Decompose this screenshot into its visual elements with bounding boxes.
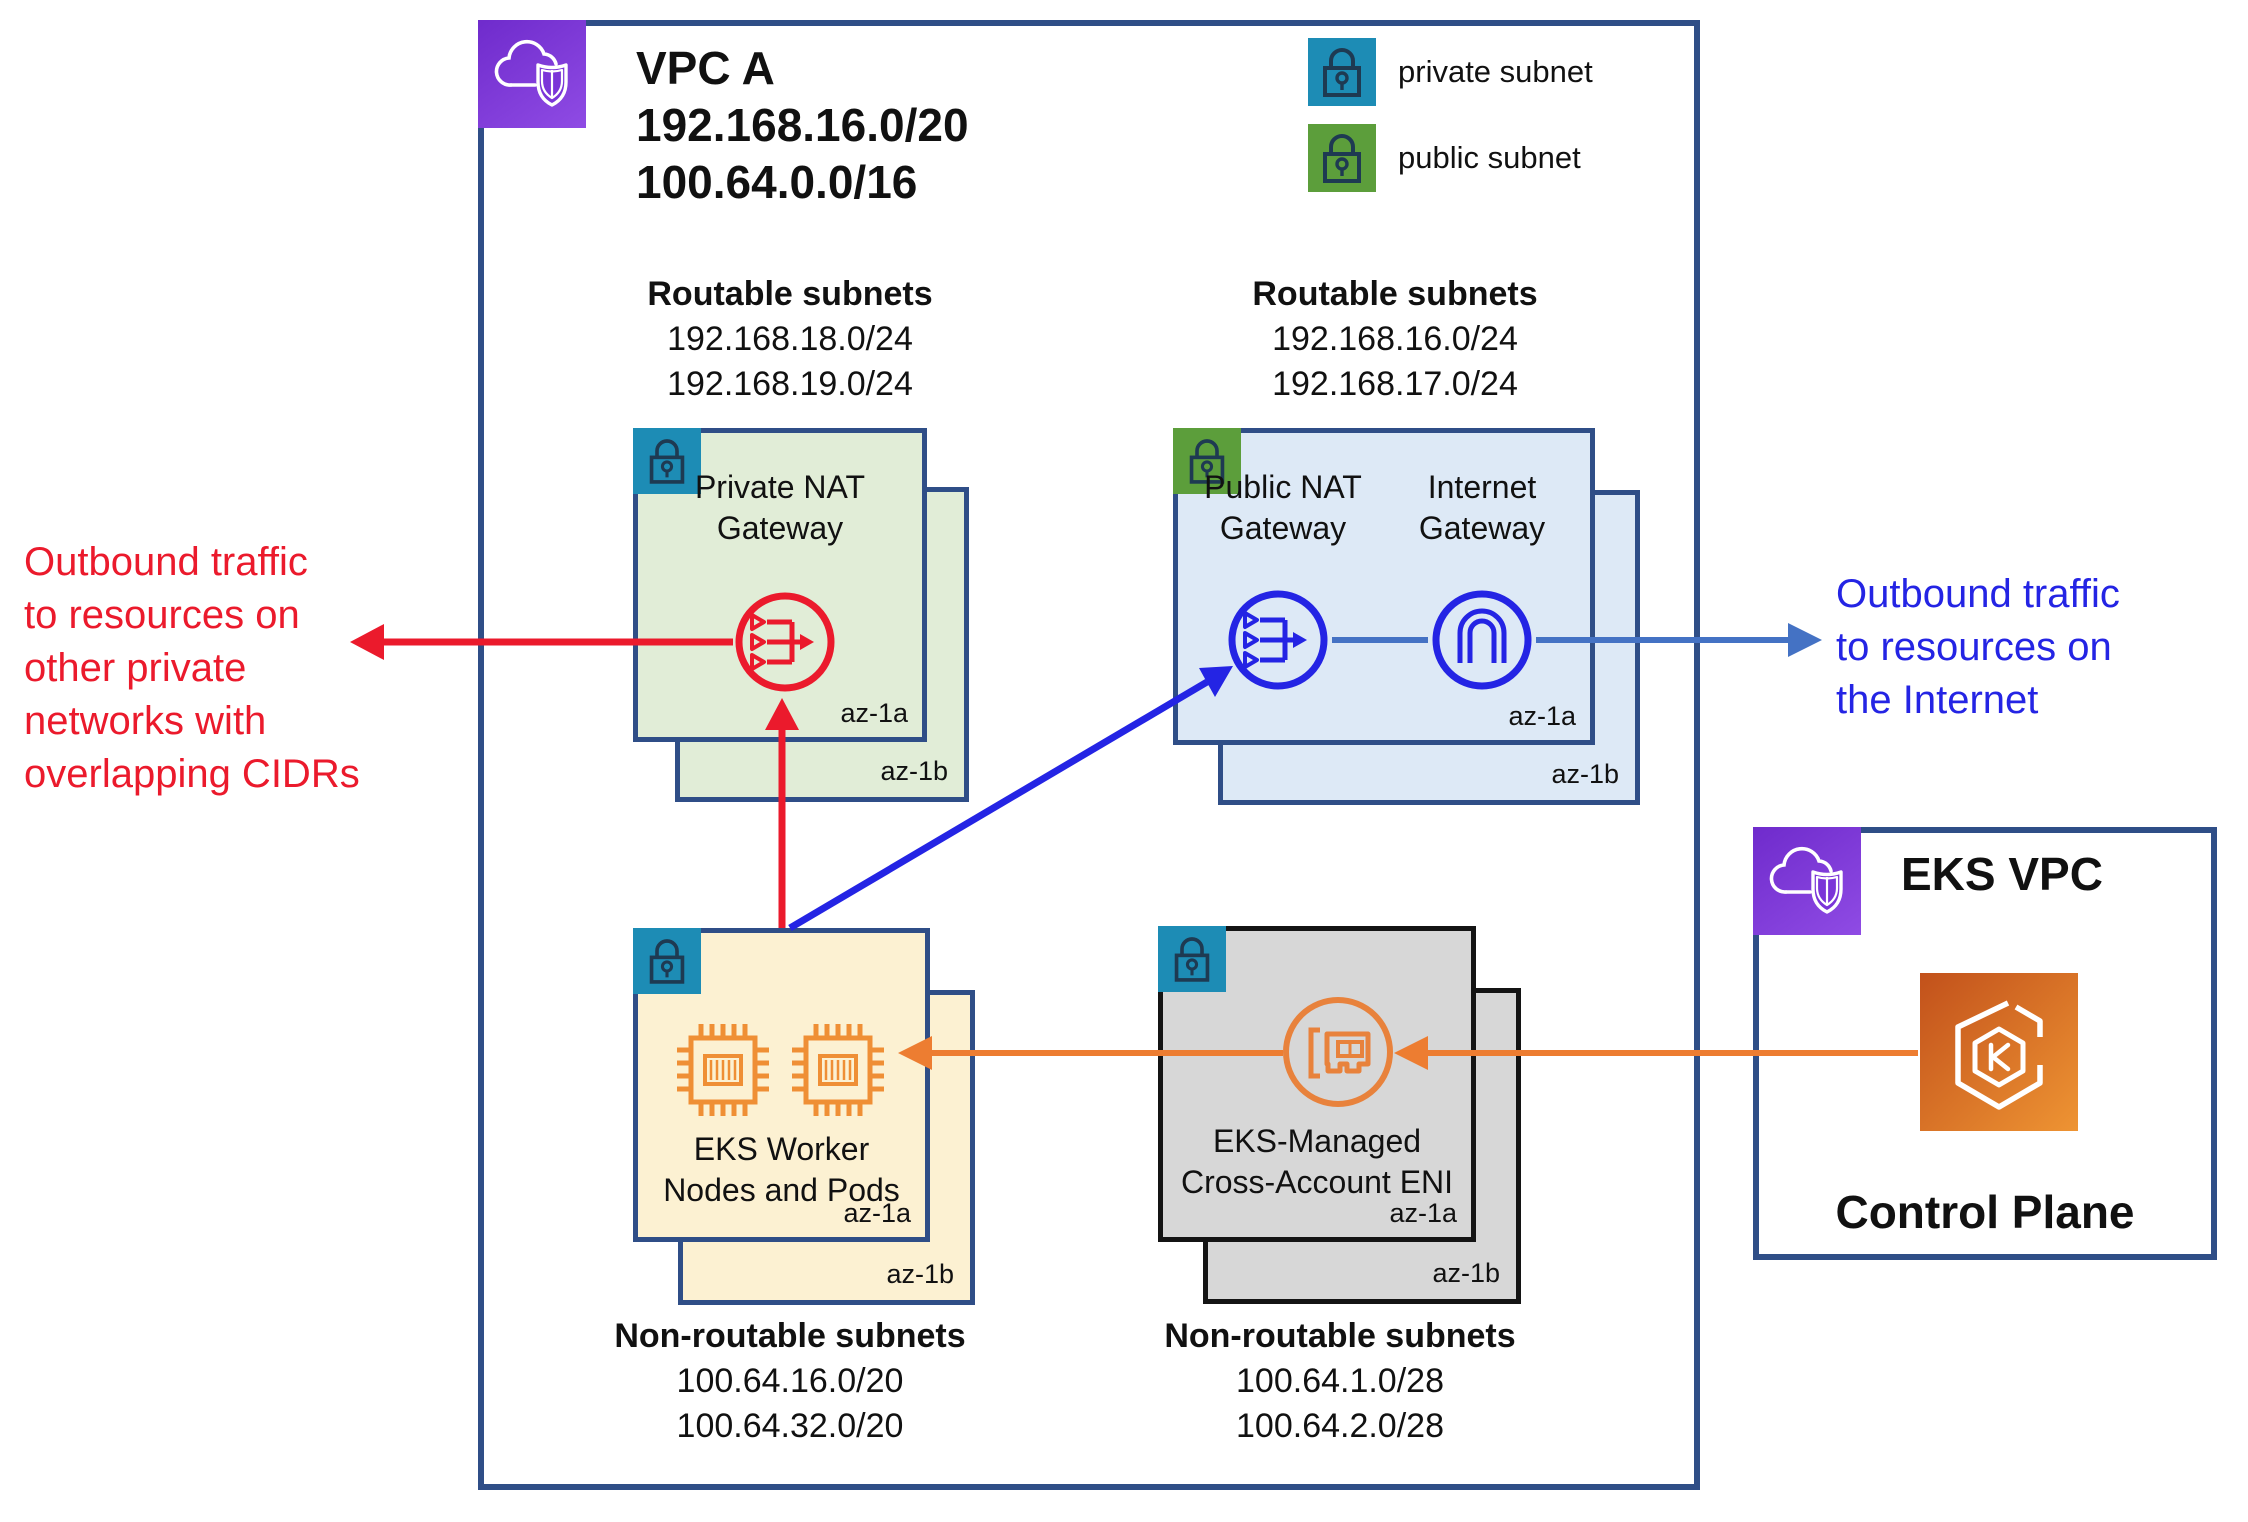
vpc-a-title: VPC A: [636, 42, 775, 94]
private-subnet-badge: [633, 428, 701, 494]
cloud-shield-icon: [1769, 846, 1843, 914]
control-plane-label: Control Plane: [1835, 1186, 2135, 1238]
routable-subnets-right-label: Routable subnets 192.168.16.0/24 192.168…: [1205, 272, 1585, 407]
eks-vpc-badge: [1753, 827, 1861, 935]
nonroutable-left-title: Non-routable subnets: [614, 1317, 966, 1355]
az-label: az-1a: [1508, 701, 1576, 731]
eks-vpc-title: EKS VPC: [1901, 848, 2103, 900]
routable-left-cidr-1: 192.168.18.0/24: [667, 320, 913, 358]
az-label: az-1b: [886, 1259, 954, 1289]
nonroutable-left-cidr-2: 100.64.32.0/20: [676, 1407, 904, 1445]
closed-lock-icon: [649, 939, 685, 984]
private-subnet-badge: [1158, 926, 1226, 992]
nonroutable-right-cidr-1: 100.64.1.0/28: [1236, 1362, 1444, 1400]
private-nat-subnet-az1a: Private NAT Gateway az-1a: [633, 428, 927, 742]
closed-lock-icon: [1189, 439, 1225, 484]
routable-subnets-left-label: Routable subnets 192.168.18.0/24 192.168…: [600, 272, 980, 407]
nonroutable-right-cidr-2: 100.64.2.0/28: [1236, 1407, 1444, 1445]
red-outbound-annotation: Outbound traffic to resources on other p…: [24, 540, 360, 796]
eni-subnet-az1a: EKS-Managed Cross-Account ENI az-1a: [1158, 926, 1476, 1242]
cross-account-eni-icon: [1280, 994, 1396, 1110]
nonroutable-right-title: Non-routable subnets: [1164, 1317, 1516, 1355]
routable-right-cidr-2: 192.168.17.0/24: [1272, 365, 1518, 403]
public-nat-gateway-label: Public NAT Gateway: [1204, 469, 1362, 546]
az-label: az-1b: [880, 756, 948, 786]
private-subnet-badge: [633, 928, 701, 994]
vpc-a-container: VPC A 192.168.16.0/20 100.64.0.0/16 priv…: [478, 20, 1700, 1490]
closed-lock-icon: [1174, 937, 1210, 982]
cloud-shield-icon: [494, 39, 568, 107]
az-label: az-1b: [1551, 759, 1619, 789]
public-subnet-az1a: Public NAT Gateway Internet Gateway: [1173, 428, 1595, 745]
vpc-a-cidr-2: 100.64.0.0/16: [636, 156, 918, 208]
legend-private-subnet-badge: [1308, 38, 1376, 106]
public-nat-gateway-icon: [1223, 585, 1333, 695]
eks-vpc-container: EKS VPC Control Plane: [1753, 827, 2217, 1260]
az-label: az-1a: [1389, 1198, 1457, 1228]
cross-account-eni-label: EKS-Managed Cross-Account ENI: [1180, 1123, 1454, 1200]
eks-control-plane-icon: [1920, 973, 2078, 1131]
private-nat-gateway-label: Private NAT Gateway: [694, 469, 866, 546]
az-label: az-1b: [1432, 1258, 1500, 1288]
vpc-a-cidr-1: 192.168.16.0/20: [636, 99, 969, 151]
worker-nodes-label: EKS Worker Nodes and Pods: [663, 1131, 900, 1208]
worker-subnet-az1a: EKS Worker Nodes and Pods az-1a: [633, 928, 930, 1242]
legend-public-subnet-label: public subnet: [1398, 140, 1581, 175]
az-label: az-1a: [843, 1198, 911, 1228]
routable-left-title: Routable subnets: [647, 275, 933, 313]
closed-lock-icon: [1323, 134, 1361, 183]
internet-gateway-icon: [1427, 585, 1537, 695]
public-subnet-badge: [1173, 428, 1241, 494]
worker-node-chip-icon: [673, 1020, 773, 1120]
routable-right-cidr-1: 192.168.16.0/24: [1272, 320, 1518, 358]
vpc-a-badge: [478, 20, 586, 128]
az-label: az-1a: [840, 698, 908, 728]
closed-lock-icon: [649, 439, 685, 484]
nonroutable-left-cidr-1: 100.64.16.0/20: [676, 1362, 904, 1400]
closed-lock-icon: [1323, 48, 1361, 97]
routable-left-cidr-2: 192.168.19.0/24: [667, 365, 913, 403]
nonroutable-subnets-left-label: Non-routable subnets 100.64.16.0/20 100.…: [600, 1314, 980, 1449]
routable-right-title: Routable subnets: [1252, 275, 1538, 313]
legend-public-subnet-badge: [1308, 124, 1376, 192]
worker-node-chip-icon: [788, 1020, 888, 1120]
blue-outbound-annotation: Outbound traffic to resources on the Int…: [1836, 572, 2120, 722]
internet-gateway-label: Internet Gateway: [1418, 469, 1546, 546]
nonroutable-subnets-right-label: Non-routable subnets 100.64.1.0/28 100.6…: [1150, 1314, 1530, 1449]
private-nat-gateway-icon: [730, 587, 840, 697]
vpc-a-title-block: VPC A 192.168.16.0/20 100.64.0.0/16: [636, 40, 969, 211]
legend-private-subnet-label: private subnet: [1398, 54, 1593, 89]
